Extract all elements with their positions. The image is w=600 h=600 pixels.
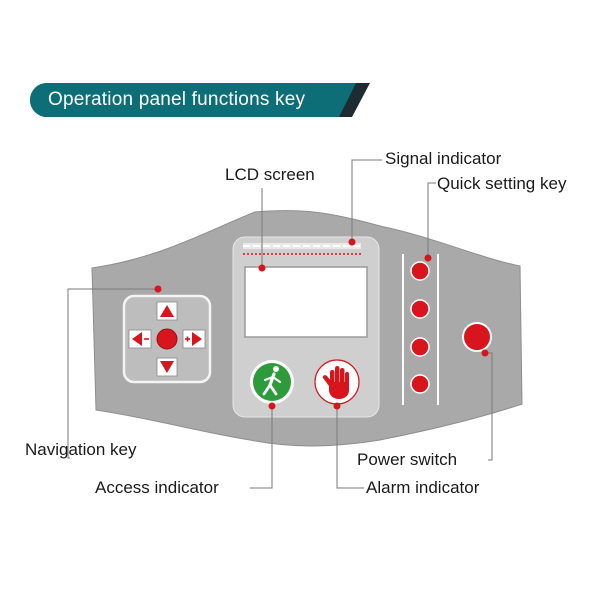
power-switch-button[interactable] bbox=[462, 322, 492, 352]
label-signal-indicator: Signal indicator bbox=[385, 149, 502, 168]
title-pill-background bbox=[30, 83, 370, 117]
leader-lines bbox=[67, 159, 493, 489]
nav-center-button[interactable] bbox=[156, 328, 178, 350]
highlight-dots bbox=[154, 238, 489, 410]
signal-indicator-bar bbox=[243, 243, 361, 255]
quick-setting-key-3[interactable] bbox=[410, 337, 430, 357]
label-navigation-key: Navigation key bbox=[25, 440, 137, 459]
quick-setting-key-2[interactable] bbox=[410, 299, 430, 319]
walking-person-icon bbox=[262, 366, 282, 396]
alarm-indicator-button[interactable] bbox=[314, 359, 360, 405]
label-quick-setting-key: Quick setting key bbox=[437, 174, 567, 193]
label-alarm-indicator: Alarm indicator bbox=[366, 478, 480, 497]
arrow-left-minus-icon bbox=[132, 332, 142, 346]
diagram-title-text: Operation panel functions key bbox=[48, 89, 306, 110]
quick-setting-key-group bbox=[402, 254, 439, 405]
label-access-indicator: Access indicator bbox=[95, 478, 219, 497]
label-lcd-screen: LCD screen bbox=[225, 165, 315, 184]
lcd-screen bbox=[244, 266, 368, 338]
navigation-pad bbox=[122, 294, 212, 384]
quick-setting-key-1[interactable] bbox=[410, 261, 430, 281]
raised-hand-icon bbox=[322, 366, 349, 399]
diagram-title: Operation panel functions key bbox=[30, 83, 370, 117]
arrow-down-icon bbox=[160, 361, 174, 373]
arrow-up-icon bbox=[160, 305, 174, 317]
label-power-switch: Power switch bbox=[357, 450, 458, 469]
arrow-right-plus-icon bbox=[192, 332, 202, 346]
access-indicator-button[interactable] bbox=[250, 360, 294, 404]
quick-setting-key-4[interactable] bbox=[410, 374, 430, 394]
